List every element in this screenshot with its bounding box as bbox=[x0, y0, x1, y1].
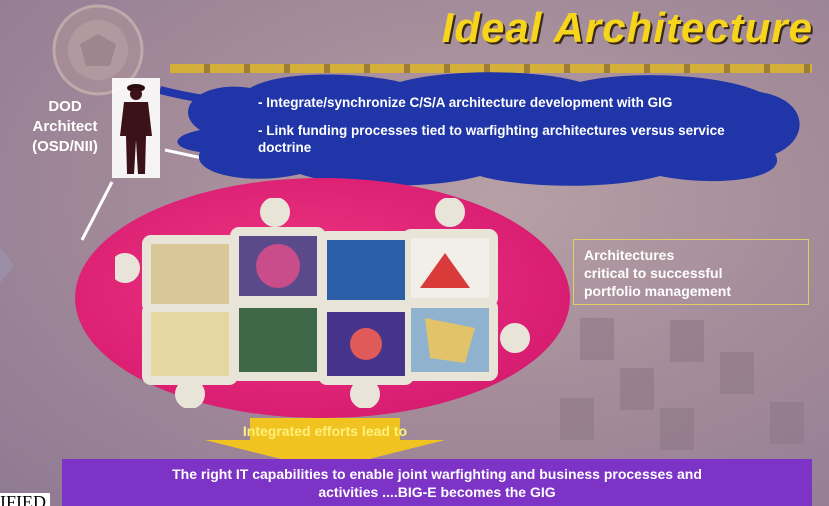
outcome-box: The right IT capabilities to enable join… bbox=[62, 459, 812, 506]
officer-silhouette-icon bbox=[112, 78, 160, 178]
dod-label-line-1: DOD bbox=[48, 98, 82, 115]
background-portraits bbox=[560, 318, 804, 450]
outcome-line-2: activities ....BIG-E becomes the GIG bbox=[318, 484, 556, 500]
info-line-2: critical to successful bbox=[584, 265, 723, 281]
slide-title: Ideal Architecture bbox=[441, 4, 813, 51]
arrow-label: Integrated efforts lead to bbox=[242, 423, 408, 439]
dod-label-line-2: Architect bbox=[32, 118, 98, 135]
dod-label-line-3: (OSD/NII) bbox=[32, 138, 98, 155]
classification-fragment: IFIED bbox=[0, 493, 50, 506]
puzzle-pieces-image bbox=[115, 198, 530, 408]
info-line-1: Architectures bbox=[584, 247, 675, 263]
side-chevron-icon bbox=[0, 247, 14, 283]
portfolio-info-box: Architectures critical to successful por… bbox=[573, 239, 809, 305]
cloud-bullet-2: - Link funding processes tied to warfigh… bbox=[258, 123, 725, 155]
cloud-bullets: - Integrate/synchronize C/S/A architectu… bbox=[258, 94, 778, 167]
outcome-line-1: The right IT capabilities to enable join… bbox=[172, 466, 702, 482]
title-underline bbox=[170, 64, 812, 73]
dod-architect-label: DOD Architect (OSD/NII) bbox=[20, 97, 110, 157]
vision-cloud bbox=[160, 72, 800, 186]
info-line-3: portfolio management bbox=[584, 283, 732, 299]
dod-seal-icon bbox=[52, 4, 144, 96]
cloud-bullet-1: - Integrate/synchronize C/S/A architectu… bbox=[258, 95, 673, 110]
